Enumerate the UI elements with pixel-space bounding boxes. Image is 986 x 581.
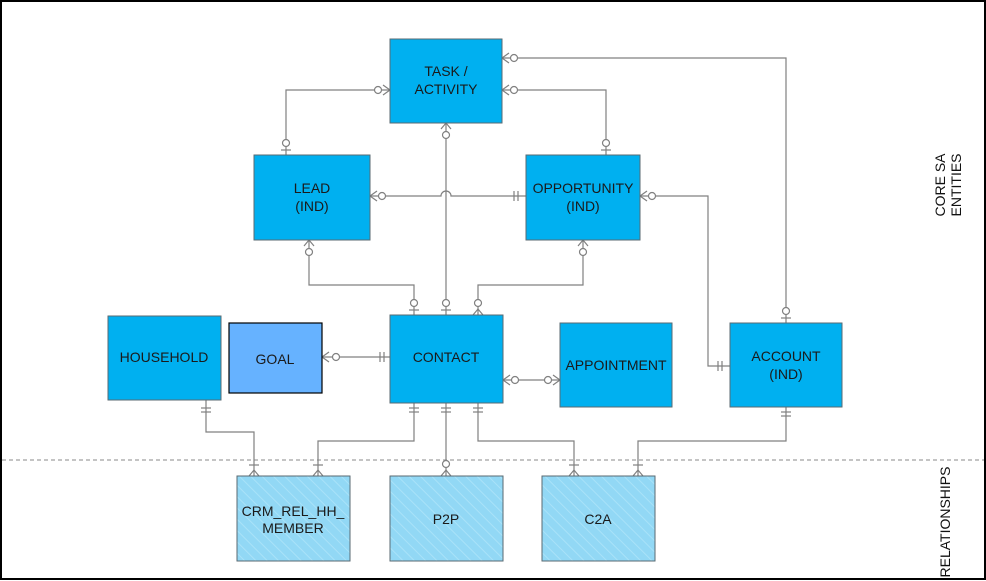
connector-task-account [502,57,787,323]
entity-contact[interactable]: CONTACT [389,314,504,404]
section-label-relationships: RELATIONSHIPS [937,467,953,578]
entity-opportunity-label-1: OPPORTUNITY [533,180,635,196]
entity-c2a-label: C2A [584,511,612,527]
connector-task-opportunity [502,89,607,155]
section-label-core-2: ENTITIES [948,153,964,216]
entity-crm-rel-label-1: CRM_REL_HH_ [242,503,345,519]
entity-account-label-1: ACCOUNT [751,348,821,364]
entity-goal-label: GOAL [256,351,295,367]
section-label-core-1: CORE SA [932,153,948,217]
entity-c2a[interactable]: C2A [541,475,656,562]
connector-opportunity-account [640,195,730,367]
entity-crm-rel-hh-member[interactable]: CRM_REL_HH_ MEMBER [236,475,351,562]
entity-p2p[interactable]: P2P [389,475,504,562]
entity-task[interactable]: TASK / ACTIVITY [389,38,503,124]
section-label-core: CORE SA ENTITIES [932,153,964,217]
entity-household-label: HOUSEHOLD [120,349,209,365]
entity-contact-label: CONTACT [413,349,480,365]
entity-appointment-label: APPOINTMENT [565,357,667,373]
entity-appointment[interactable]: APPOINTMENT [559,322,673,408]
connector-household-crmrel [205,400,255,476]
connector-contact-c2a [477,403,575,476]
connector-contact-crmrel [317,403,415,476]
entity-crm-rel-label-2: MEMBER [262,520,323,536]
entity-opportunity[interactable]: OPPORTUNITY (IND) [525,154,641,241]
connector-lead-opportunity [370,190,526,197]
entity-lead[interactable]: LEAD (IND) [253,154,371,241]
entity-p2p-label: P2P [433,511,459,527]
section-label-relationships-text: RELATIONSHIPS [937,467,953,578]
entity-account[interactable]: ACCOUNT (IND) [729,322,843,408]
connectors [205,57,787,476]
connector-account-c2a [637,407,787,476]
entity-lead-label-1: LEAD [294,180,331,196]
entity-household[interactable]: HOUSEHOLD [107,315,222,401]
connector-task-lead [285,89,390,155]
entity-goal[interactable]: GOAL [228,322,323,394]
entity-account-label-2: (IND) [769,366,802,382]
entity-task-label-2: ACTIVITY [414,81,478,97]
entity-task-label-1: TASK / [424,63,467,79]
entity-opportunity-label-2: (IND) [566,198,599,214]
entity-lead-label-2: (IND) [295,198,328,214]
